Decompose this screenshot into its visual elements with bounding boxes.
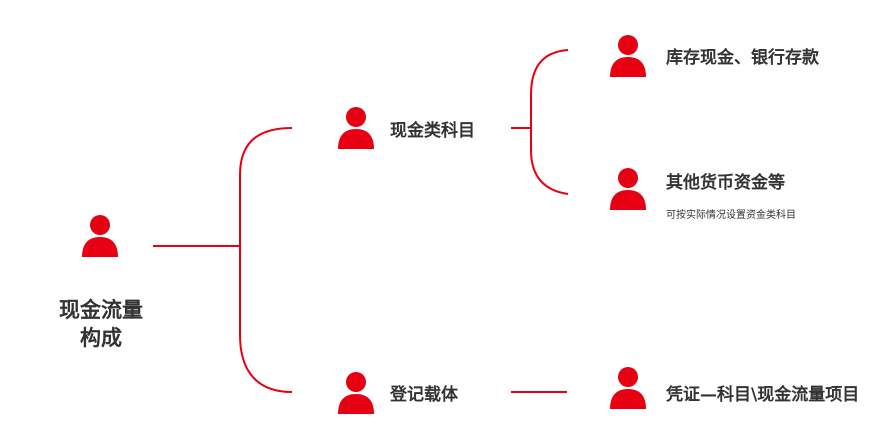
- branch-label-record-carrier: 登记载体: [390, 385, 458, 405]
- root-title: 现金流量 构成: [46, 296, 156, 352]
- root-title-line1: 现金流量: [59, 298, 143, 322]
- leaf-label-cash-bank: 库存现金、银行存款: [666, 48, 819, 68]
- person-icon: [610, 367, 646, 409]
- person-icon: [610, 35, 646, 77]
- person-icon: [338, 107, 374, 149]
- leaf-note-other-funds: 可按实际情况设置资金类科目: [666, 210, 796, 221]
- leaf-label-other-funds: 其他货币资金等: [666, 173, 785, 193]
- person-icon: [610, 168, 646, 210]
- root-title-line2: 构成: [80, 326, 122, 350]
- branch-label-cash-accounts: 现金类科目: [390, 121, 475, 141]
- main-bracket: [239, 127, 293, 393]
- leaf-label-voucher-items: 凭证—科目\现金流量项目: [666, 385, 860, 405]
- branch-1-bracket: [530, 49, 569, 195]
- person-icon: [82, 215, 118, 257]
- person-icon: [338, 372, 374, 414]
